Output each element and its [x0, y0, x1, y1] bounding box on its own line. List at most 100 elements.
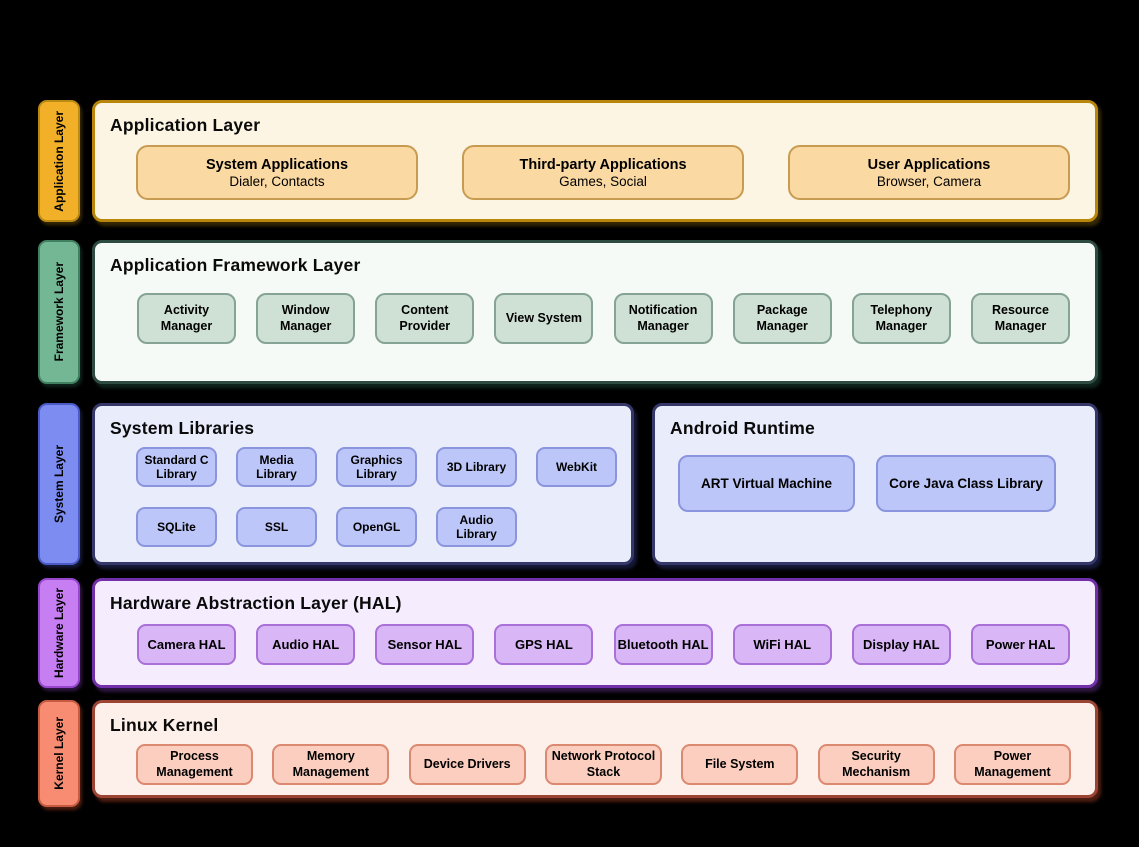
box-label: GPS HAL [515, 636, 573, 652]
framework-layer-side-tab: Framework Layer [38, 240, 80, 384]
hardware-layer-side-label: Hardware Layer [52, 587, 66, 679]
system-libraries-title: System Libraries [110, 418, 255, 438]
hal-panel: Hardware Abstraction Layer (HAL) Camera … [92, 578, 1098, 688]
box-label: System Applications [205, 156, 349, 173]
framework-layer-side-label: Framework Layer [52, 262, 66, 362]
hardware-layer-side-tab: Hardware Layer [38, 578, 80, 688]
linux-kernel-panel: Linux Kernel Process Management Memory M… [92, 700, 1098, 798]
box-label: 3D Library [446, 459, 507, 474]
box-label: Device Drivers [423, 756, 511, 771]
application-layer-panel: Application Layer System Applications Di… [92, 100, 1098, 222]
box-label: WebKit [555, 459, 598, 474]
box-label: View System [505, 310, 583, 325]
box-label: Power HAL [985, 636, 1056, 652]
box-core-java-class-library: Core Java Class Library [876, 455, 1056, 512]
application-layer-side-tab: Application Layer [38, 100, 80, 222]
box-label: Audio Library [456, 512, 497, 541]
application-layer-side-label: Application Layer [52, 110, 66, 212]
kernel-layer-side-tab: Kernel Layer [38, 700, 80, 807]
box-label: Core Java Class Library [889, 476, 1043, 491]
box-label: SSL [264, 519, 289, 534]
box-wifi-hal: WiFi HAL [732, 624, 832, 665]
box-process-management: Process Management [136, 744, 253, 785]
box-standard-c-library: Standard C Library [136, 447, 217, 487]
framework-layer-boxes: Activity Manager Window Manager Content … [95, 276, 1095, 344]
box-label: Package Manager [756, 302, 808, 333]
box-label: File System [705, 756, 775, 771]
framework-layer-title: Application Framework Layer [110, 255, 361, 275]
box-security-mechanism: Security Mechanism [817, 744, 935, 785]
box-label: Window Manager [279, 302, 332, 333]
box-label: Standard C Library [144, 452, 209, 481]
box-label: Display HAL [863, 636, 940, 652]
box-label: Graphics Library [350, 452, 403, 481]
box-label: SQLite [157, 519, 196, 534]
box-system-applications: System Applications Dialer, Contacts [136, 145, 418, 200]
box-gps-hal: GPS HAL [494, 624, 594, 665]
box-3d-library: 3D Library [436, 447, 517, 487]
box-media-library: Media Library [236, 447, 317, 487]
box-view-system: View System [494, 293, 594, 344]
box-telephony-manager: Telephony Manager [851, 293, 951, 344]
box-sensor-hal: Sensor HAL [375, 624, 475, 665]
android-runtime-panel: Android Runtime ART Virtual Machine Core… [652, 403, 1098, 565]
linux-kernel-title: Linux Kernel [110, 715, 219, 735]
box-label: Sensor HAL [387, 636, 462, 652]
box-sqlite: SQLite [136, 507, 217, 547]
box-window-manager: Window Manager [256, 293, 356, 344]
box-power-management: Power Management [953, 744, 1071, 785]
box-label: Notification Manager [628, 302, 698, 333]
box-audio-library: Audio Library [436, 507, 517, 547]
box-notification-manager: Notification Manager [613, 293, 713, 344]
system-layer-row: System Layer System Libraries Standard C… [0, 403, 1139, 565]
box-label: Memory Management [292, 748, 370, 779]
system-layer-side-label: System Layer [52, 444, 66, 524]
box-label: OpenGL [352, 519, 401, 534]
framework-layer-panel: Application Framework Layer Activity Man… [92, 240, 1098, 384]
box-file-system: File System [681, 744, 799, 785]
box-opengl: OpenGL [336, 507, 417, 547]
android-runtime-title: Android Runtime [670, 418, 815, 438]
box-graphics-library: Graphics Library [336, 447, 417, 487]
application-layer-boxes: System Applications Dialer, Contacts Thi… [95, 136, 1095, 200]
box-package-manager: Package Manager [732, 293, 832, 344]
box-label: ART Virtual Machine [700, 476, 833, 491]
box-network-protocol-stack: Network Protocol Stack [544, 744, 662, 785]
application-layer-row: Application Layer Application Layer Syst… [0, 100, 1139, 222]
system-libraries-boxes: Standard C Library Media Library Graphic… [136, 447, 631, 547]
box-sublabel: Dialer, Contacts [229, 173, 325, 189]
box-label: WiFi HAL [753, 636, 812, 652]
box-content-provider: Content Provider [375, 293, 475, 344]
box-camera-hal: Camera HAL [137, 624, 236, 665]
box-label: Process Management [156, 748, 233, 779]
android-runtime-boxes: ART Virtual Machine Core Java Class Libr… [678, 455, 1095, 512]
linux-kernel-boxes: Process Management Memory Management Dev… [95, 736, 1095, 785]
box-ssl: SSL [236, 507, 317, 547]
box-activity-manager: Activity Manager [137, 293, 236, 344]
box-display-hal: Display HAL [851, 624, 951, 665]
application-layer-title: Application Layer [110, 115, 261, 135]
box-label: User Applications [867, 156, 991, 173]
box-label: Network Protocol Stack [551, 748, 656, 779]
hardware-layer-row: Hardware Layer Hardware Abstraction Laye… [0, 578, 1139, 688]
box-sublabel: Browser, Camera [876, 173, 982, 189]
box-art-virtual-machine: ART Virtual Machine [678, 455, 855, 512]
box-audio-hal: Audio HAL [256, 624, 356, 665]
box-label: Media Library [256, 452, 297, 481]
box-device-drivers: Device Drivers [408, 744, 526, 785]
box-webkit: WebKit [536, 447, 617, 487]
system-layer-side-tab: System Layer [38, 403, 80, 565]
box-sublabel: Games, Social [559, 173, 647, 189]
box-label: Telephony Manager [870, 302, 933, 333]
kernel-layer-row: Kernel Layer Linux Kernel Process Manage… [0, 700, 1139, 807]
box-bluetooth-hal: Bluetooth HAL [613, 624, 713, 665]
box-label: Power Management [974, 748, 1051, 779]
framework-layer-row: Framework Layer Application Framework La… [0, 240, 1139, 384]
system-libraries-panel: System Libraries Standard C Library Medi… [92, 403, 634, 565]
hal-boxes: Camera HAL Audio HAL Sensor HAL GPS HAL … [95, 614, 1095, 665]
box-label: Resource Manager [991, 302, 1049, 333]
box-label: Audio HAL [272, 636, 340, 652]
hal-title: Hardware Abstraction Layer (HAL) [110, 593, 402, 613]
box-label: Third-party Applications [519, 156, 687, 173]
